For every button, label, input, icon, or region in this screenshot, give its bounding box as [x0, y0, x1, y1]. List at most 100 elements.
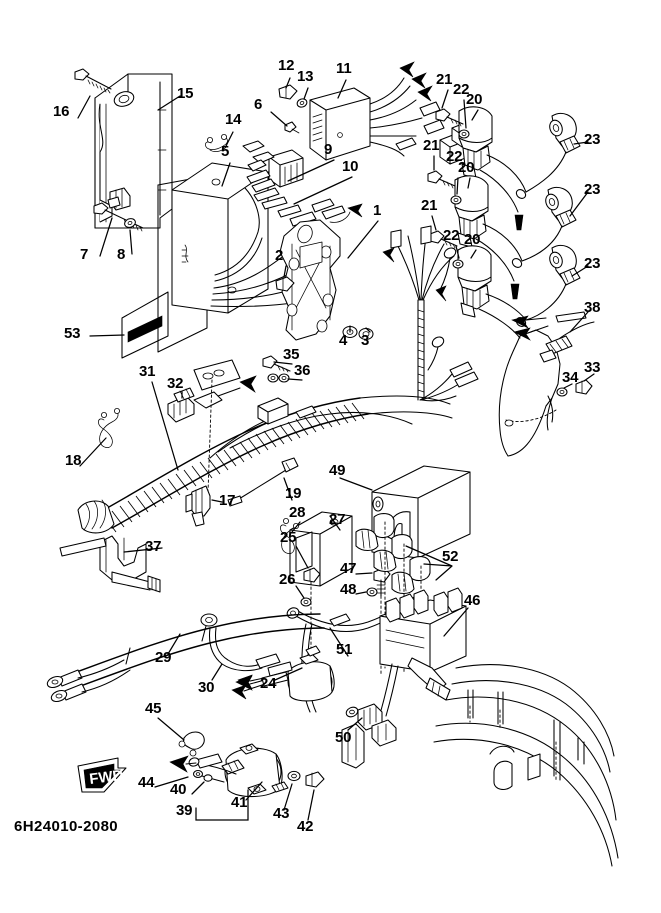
callout-5: 5	[221, 143, 230, 160]
callout-46: 46	[464, 592, 481, 609]
cowling-tray	[433, 664, 619, 867]
callout-11: 11	[336, 60, 352, 77]
part-46-rectifier-block	[379, 587, 467, 717]
callout-33: 33	[584, 359, 601, 376]
callout-22: 22	[443, 227, 460, 244]
ignition-coil-group-2	[454, 175, 523, 300]
part-27-cover	[289, 511, 353, 587]
callout-16: 16	[53, 103, 70, 120]
leader-lines	[77, 77, 595, 821]
part-22-washer-3	[452, 259, 464, 269]
callout-20: 20	[458, 159, 475, 176]
part-49-cover	[371, 465, 471, 559]
callout-47: 47	[340, 560, 357, 577]
callout-23: 23	[584, 131, 601, 148]
callout-49: 49	[329, 462, 346, 479]
callout-26: 26	[279, 571, 296, 588]
engine-block-outline	[498, 329, 561, 457]
part-43-washer	[287, 770, 301, 782]
part-45-clip	[178, 731, 205, 757]
wire-bundle-vertical	[382, 225, 479, 402]
part-42-bolt	[305, 771, 325, 788]
callout-21: 21	[436, 71, 453, 88]
callout-21: 21	[421, 197, 438, 214]
callout-43: 43	[273, 805, 290, 822]
ignition-coil-group-1	[458, 106, 527, 231]
callout-34: 34	[562, 369, 579, 386]
part-15-bracket	[94, 73, 173, 229]
part-33-bolt	[575, 379, 593, 395]
part-5-cdi-unit	[171, 162, 269, 314]
callout-39: 39	[176, 802, 193, 819]
part-41-screw	[271, 781, 289, 793]
part-44-lead	[192, 769, 225, 783]
callout-42: 42	[297, 818, 314, 835]
part-48-washer	[366, 587, 378, 597]
callout-32: 32	[167, 375, 184, 392]
callout-41: 41	[231, 794, 248, 811]
diagram-part-number: 6H24010-2080	[14, 818, 119, 835]
part-35-bolt	[262, 355, 291, 373]
part-39-solenoid	[221, 743, 283, 798]
callout-22: 22	[446, 148, 463, 165]
part-36-washers	[267, 373, 290, 383]
part-14-clip	[205, 133, 228, 152]
callout-45: 45	[145, 700, 162, 717]
part-37-cable-holder	[59, 535, 161, 593]
part-38-thermo-switch	[511, 311, 595, 363]
part-22-washer-1	[458, 129, 470, 139]
callout-40: 40	[170, 781, 187, 798]
part-40-lead	[169, 753, 237, 775]
part-18-clip	[98, 407, 121, 448]
part-21-bolt-2	[427, 170, 456, 189]
callout-8: 8	[117, 246, 126, 263]
callout-35: 35	[283, 346, 300, 363]
callout-44: 44	[138, 774, 155, 791]
callout-21: 21	[423, 137, 440, 154]
callout-14: 14	[225, 111, 242, 128]
callout-37: 37	[145, 538, 162, 555]
part-19-cable-tie	[227, 457, 299, 507]
callout-52: 52	[442, 548, 459, 565]
callout-17: 17	[219, 492, 236, 509]
callout-30: 30	[198, 679, 215, 696]
part-12-bolt	[278, 84, 298, 100]
fwd-marker: FWD	[77, 757, 127, 793]
callout-23: 23	[584, 255, 601, 272]
part-53-plate	[121, 291, 169, 359]
part-24-relay	[231, 645, 335, 702]
callout-3: 3	[361, 332, 370, 349]
fwd-label: FWD	[88, 767, 124, 788]
callout-53: 53	[64, 325, 81, 342]
callout-48: 48	[340, 581, 357, 598]
callout-9: 9	[324, 141, 333, 158]
part-50-connector	[341, 703, 397, 769]
part-1-bracket	[279, 219, 341, 341]
callout-24: 24	[260, 675, 277, 692]
part-13-washer	[296, 98, 308, 108]
callout-28: 28	[289, 504, 306, 521]
part-16-bolt	[74, 68, 112, 94]
callout-7: 7	[80, 246, 89, 263]
part-22-washer-2	[450, 195, 462, 205]
callout-20: 20	[464, 231, 481, 248]
callout-29: 29	[155, 649, 172, 666]
wire-harness-assembly	[210, 140, 363, 308]
callout-10: 10	[342, 158, 359, 175]
callout-1: 1	[373, 202, 382, 219]
callout-4: 4	[339, 332, 348, 349]
callout-20: 20	[466, 91, 483, 108]
callout-27: 27	[329, 511, 346, 528]
callout-25: 25	[280, 529, 297, 546]
part-32-bushing	[173, 387, 195, 403]
callout-19: 19	[285, 485, 302, 502]
callout-2: 2	[275, 247, 284, 264]
part-23-plug-cap-3	[525, 244, 581, 321]
part-11-unit	[309, 61, 481, 165]
callout-15: 15	[177, 85, 194, 102]
part-2-bolt	[275, 276, 295, 292]
part-31-conduit-harness	[77, 359, 453, 534]
callout-51: 51	[336, 641, 353, 658]
